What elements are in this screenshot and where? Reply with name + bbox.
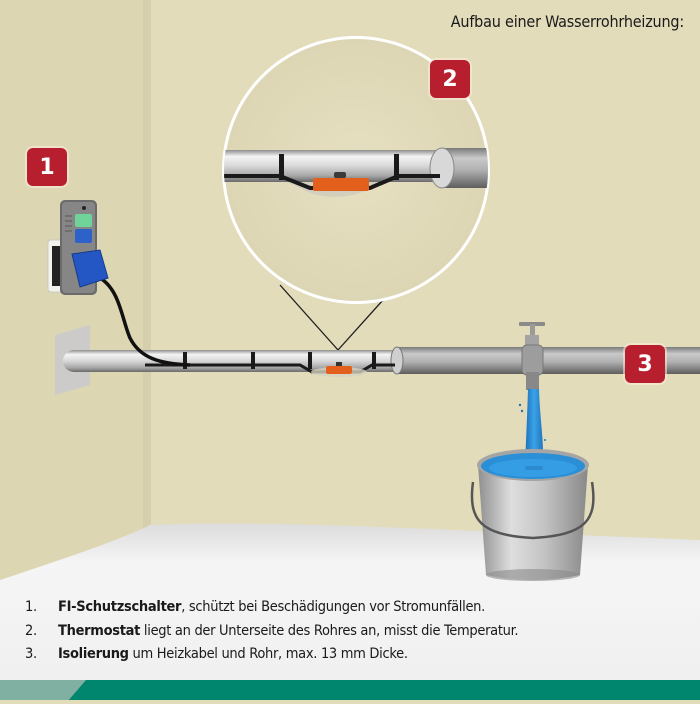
fi-switch-device bbox=[47, 200, 109, 295]
legend-item-3: 3. Isolierung um Heizkabel und Rohr, max… bbox=[25, 643, 518, 667]
diagram-title: Aufbau einer Wasserrohrheizung: bbox=[450, 12, 684, 31]
legend-item-2: 2. Thermostat liegt an der Unterseite de… bbox=[25, 620, 519, 644]
legend-number: 3. bbox=[25, 646, 37, 662]
badge-3-insulation: 3 bbox=[625, 345, 665, 383]
water-stream bbox=[525, 389, 544, 466]
footer-bar bbox=[0, 680, 700, 700]
badge-2-thermostat: 2 bbox=[430, 60, 470, 98]
thermostat-zoom bbox=[313, 178, 369, 191]
legend-term: Isolierung bbox=[58, 646, 129, 662]
faucet bbox=[519, 322, 545, 390]
badge-1-fi-switch: 1 bbox=[27, 148, 67, 186]
legend-list: 1. FI-Schutzschalter, schützt bei Beschä… bbox=[25, 596, 519, 667]
legend-description: liegt an der Unterseite des Rohres an, m… bbox=[140, 622, 519, 639]
bucket bbox=[470, 449, 595, 581]
thermostat-small bbox=[326, 366, 352, 374]
legend-number: 2. bbox=[25, 622, 37, 639]
legend-description: um Heizkabel und Rohr, max. 13 mm Dicke. bbox=[128, 646, 408, 662]
legend-term: FI-Schutzschalter bbox=[58, 599, 182, 615]
legend-description: , schützt bei Beschädigungen vor Stromun… bbox=[181, 599, 485, 615]
legend-number: 1. bbox=[25, 599, 37, 615]
footer-accent bbox=[0, 680, 86, 700]
legend-term: Thermostat bbox=[58, 622, 141, 639]
legend-item-1: 1. FI-Schutzschalter, schützt bei Beschä… bbox=[25, 596, 518, 620]
